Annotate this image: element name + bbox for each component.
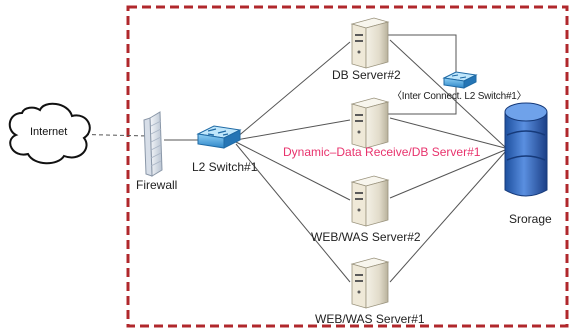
link-dynamic-storage (389, 117, 506, 149)
link-switch-dynamic (235, 119, 351, 141)
server-tower-icon (350, 175, 390, 227)
server-tower-icon (350, 17, 390, 69)
link-db2-storage (389, 39, 506, 148)
server-tower-icon (350, 257, 390, 309)
firewall-label: Firewall (136, 178, 178, 192)
interconnect-switch-label: 〈Inter Connect. L2 Switch#1〉 (392, 91, 527, 102)
network-switch-icon (442, 71, 478, 89)
link-switch-web1 (235, 143, 351, 283)
internet-label: Internet (30, 126, 68, 138)
l2-switch-label: L2 Switch#1 (192, 160, 258, 174)
web-server1-label: WEB/WAS Server#1 (315, 312, 425, 326)
storage-label: Srorage (509, 212, 552, 226)
link-db2-interconnect (388, 34, 457, 74)
link-switch-web2 (235, 141, 351, 201)
firewall-icon (143, 111, 163, 177)
connection-lines (63, 34, 506, 283)
cloud-icon (8, 102, 91, 165)
server-tower-icon (350, 97, 390, 149)
db-server2-label: DB Server#2 (332, 68, 401, 82)
link-switch-db2 (235, 41, 351, 139)
link-web1-storage (389, 151, 506, 283)
web-server2-label: WEB/WAS Server#2 (311, 230, 421, 244)
dynamic-server-label: Dynamic–Data Receive/DB Server#1 (283, 145, 481, 159)
network-switch-icon (196, 125, 242, 149)
storage-array-icon (504, 102, 548, 197)
link-dynamic-interconnect (388, 86, 457, 115)
link-web2-storage (389, 149, 506, 199)
